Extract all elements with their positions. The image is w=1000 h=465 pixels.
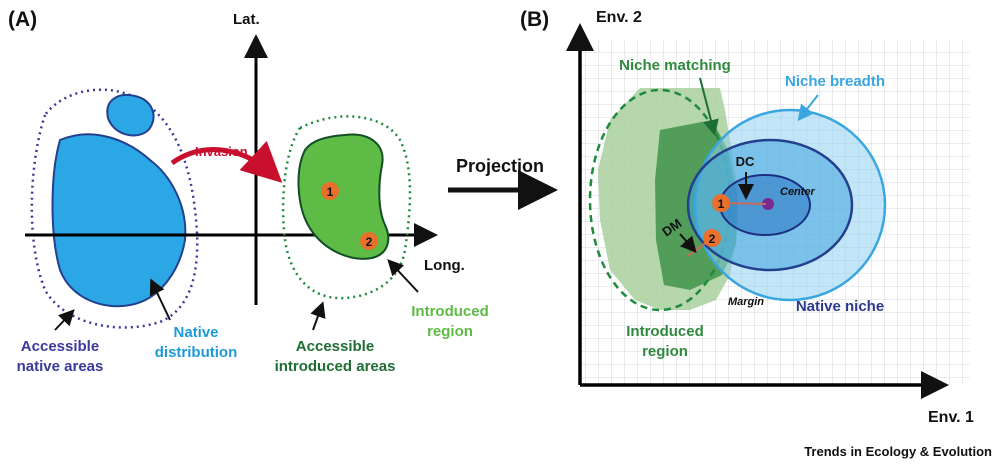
introduced-region-shape	[297, 133, 390, 260]
panel-b-tag: (B)	[520, 8, 549, 31]
introduced-region-label-2: region	[427, 323, 473, 340]
lat-axis-label: Lat.	[233, 11, 260, 28]
niche-breadth-label: Niche breadth	[785, 73, 885, 90]
margin-label: Margin	[728, 296, 764, 308]
accessible-introduced-label-2: introduced areas	[275, 358, 396, 375]
invasion-arrow	[170, 140, 283, 183]
env1-axis-label: Env. 1	[928, 409, 974, 426]
panel-a-tag: (A)	[8, 8, 37, 31]
introduced-region-b-label-1: Introduced	[626, 323, 704, 340]
accessible-native-label-2: native areas	[17, 358, 104, 375]
niche-matching-label: Niche matching	[619, 57, 731, 74]
env-point-1-marker	[712, 194, 730, 212]
point-2-label: 2	[366, 235, 373, 249]
native-niche-label: Native niche	[796, 298, 884, 315]
env2-axis-label: Env. 2	[596, 9, 642, 26]
native-distribution-shape	[51, 133, 187, 308]
niche-center-marker	[762, 198, 774, 210]
center-label: Center	[780, 186, 816, 198]
long-axis-label: Long.	[424, 257, 465, 274]
accessible-introduced-label-1: Accessible	[296, 338, 374, 355]
dc-label: DC	[736, 154, 755, 169]
introduced-region-pointer	[387, 259, 419, 293]
native-distribution-label-1: Native	[173, 324, 218, 341]
native-distribution-island	[106, 94, 155, 137]
env-point-2-marker	[703, 229, 721, 247]
dm-pointer	[679, 233, 697, 254]
point-1-label: 1	[327, 185, 334, 199]
accessible-introduced-pointer	[310, 301, 326, 331]
native-distribution-label-2: distribution	[155, 344, 238, 361]
env-point-2-label: 2	[709, 232, 716, 246]
env-point-1-label: 1	[718, 197, 725, 211]
introduced-region-label-1: Introduced	[411, 303, 489, 320]
native-distribution-pointer	[149, 278, 171, 321]
point-1-marker	[321, 182, 339, 200]
accessible-native-areas-outline	[30, 88, 199, 329]
accessible-native-label-1: Accessible	[21, 338, 99, 355]
introduced-region-b-label-2: region	[642, 343, 688, 360]
accessible-native-pointer	[54, 309, 75, 331]
niche-matching-pointer	[699, 77, 719, 136]
point-2-marker	[360, 232, 378, 250]
invasion-label: Invasion	[195, 144, 248, 159]
niche-breadth-pointer	[797, 94, 819, 122]
journal-credit: Trends in Ecology & Evolution	[804, 444, 992, 459]
projection-label: Projection	[456, 156, 544, 176]
